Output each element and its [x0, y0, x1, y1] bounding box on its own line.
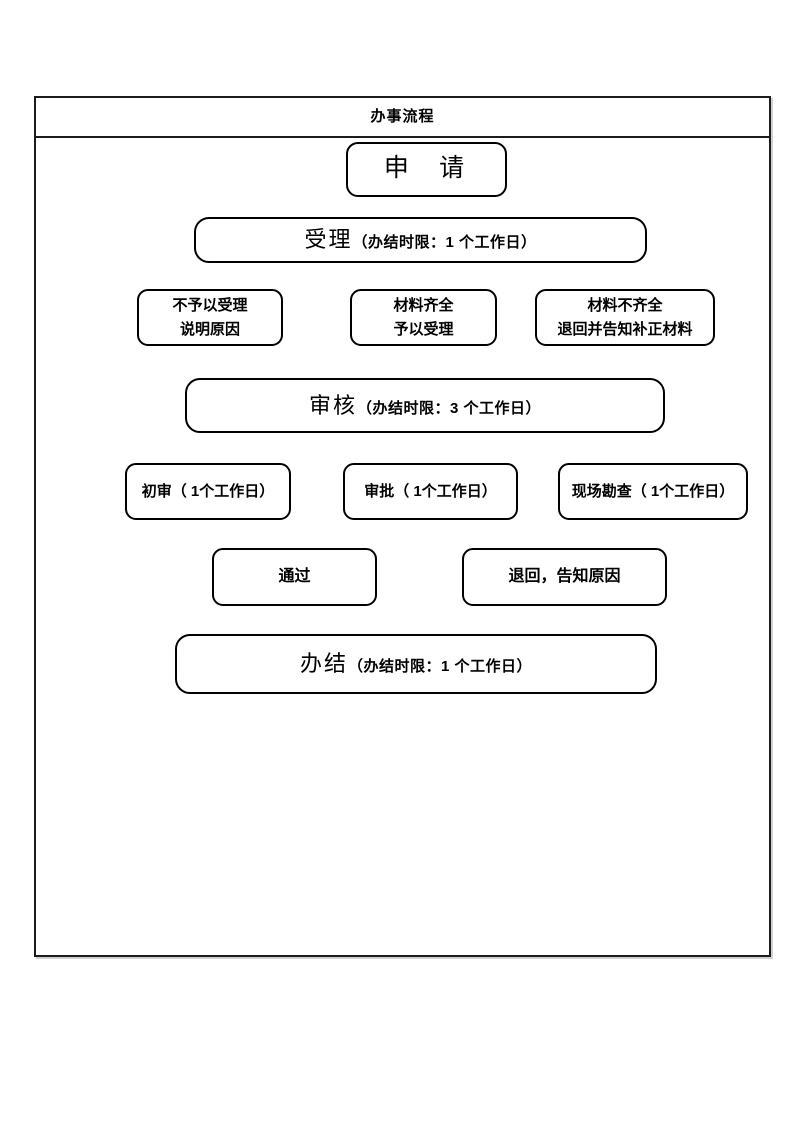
node-return-notify-label: 退回，告知原因	[508, 567, 621, 585]
node-pass-label: 通过	[278, 567, 311, 585]
node-apply: 申 请	[346, 142, 507, 197]
node-materials-incomplete-line1: 材料不齐全	[587, 297, 663, 315]
node-materials-complete-line1: 材料齐全	[393, 297, 454, 315]
node-return-notify: 退回，告知原因	[462, 548, 667, 606]
node-site-survey-label: 现场勘查（ 1个工作日）	[571, 482, 735, 500]
node-apply-label: 申 请	[383, 155, 470, 182]
node-initial-review: 初审（ 1个工作日）	[125, 463, 291, 520]
node-initial-review-label: 初审（ 1个工作日）	[141, 482, 275, 500]
node-approval: 审批（ 1个工作日）	[343, 463, 518, 520]
node-materials-incomplete: 材料不齐全 退回并告知补正材料	[535, 289, 715, 346]
node-review-label: 审核	[308, 393, 357, 418]
node-accept-note: （办结时限：1 个工作日）	[352, 234, 537, 251]
page-title: 办事流程	[370, 108, 435, 125]
node-finish-note: （办结时限：1 个工作日）	[348, 658, 533, 675]
node-not-accepted-line2: 说明原因	[179, 320, 240, 338]
node-materials-incomplete-line2: 退回并告知补正材料	[557, 320, 693, 338]
node-accept-label: 受理	[304, 227, 353, 252]
node-review-note: （办结时限：3 个工作日）	[357, 400, 542, 417]
node-finish: 办结（办结时限：1 个工作日）	[175, 634, 657, 694]
node-finish-label: 办结	[299, 651, 348, 676]
node-not-accepted-line1: 不予以受理	[172, 297, 248, 315]
node-materials-complete-line2: 予以受理	[393, 320, 454, 338]
node-pass: 通过	[212, 548, 377, 606]
node-not-accepted: 不予以受理 说明原因	[137, 289, 283, 346]
node-materials-complete: 材料齐全 予以受理	[350, 289, 497, 346]
node-approval-label: 审批（ 1个工作日）	[364, 482, 497, 500]
node-review: 审核（办结时限：3 个工作日）	[185, 378, 665, 433]
table-title-row: 办事流程	[36, 98, 769, 138]
node-site-survey: 现场勘查（ 1个工作日）	[558, 463, 748, 520]
node-accept: 受理（办结时限：1 个工作日）	[194, 217, 647, 263]
